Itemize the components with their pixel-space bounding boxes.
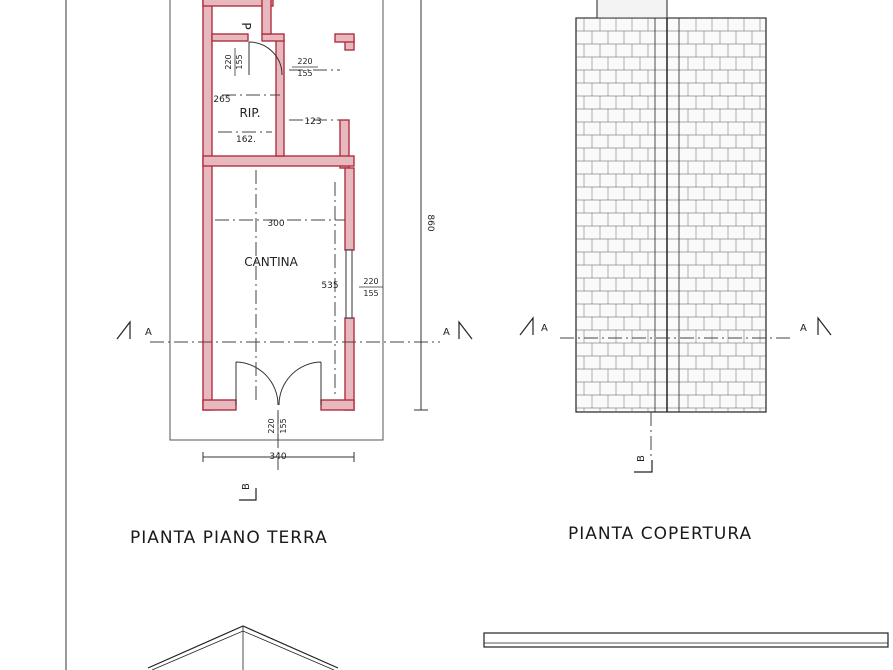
room-cantina-label: CANTINA <box>244 255 298 269</box>
svg-text:155: 155 <box>279 418 288 433</box>
axis-lines <box>150 69 440 470</box>
room-rip-label: RIP. <box>239 106 260 120</box>
svg-text:A: A <box>541 323 548 334</box>
dim-total-width: 340 <box>269 452 286 462</box>
side-door-fraction: 220 155 <box>292 57 318 78</box>
entry-fraction: 220 155 <box>267 412 288 440</box>
section-drawing-partial <box>147 625 889 670</box>
section-a-right-mark: A <box>443 320 473 340</box>
rip-door-arc <box>248 41 283 76</box>
roof-plan: A A B <box>519 0 832 473</box>
section-b-mark: B <box>239 483 257 501</box>
dim-cantina-width: 300 <box>267 219 284 229</box>
caption-ground-floor: PIANTA PIANO TERRA <box>130 528 328 548</box>
svg-text:A: A <box>443 327 450 338</box>
room-upper-label: P <box>239 22 253 29</box>
svg-text:155: 155 <box>297 69 312 78</box>
lot-outline <box>169 0 384 441</box>
svg-text:A: A <box>145 327 152 338</box>
svg-text:155: 155 <box>235 54 244 69</box>
roof-tiles <box>576 17 766 412</box>
dim-total-height: 860 <box>425 214 435 231</box>
dim-cantina-length: 535 <box>321 281 338 291</box>
dim-rip-height: 265 <box>213 95 230 105</box>
cantina-side-fraction: 220 155 <box>359 277 383 298</box>
roof-section-a-right-mark: A <box>800 316 832 336</box>
caption-roof: PIANTA COPERTURA <box>568 524 753 544</box>
roof-section-a-left-mark: A <box>519 316 548 336</box>
svg-text:155: 155 <box>363 289 378 298</box>
svg-text:220: 220 <box>297 57 312 66</box>
svg-text:220: 220 <box>363 277 378 286</box>
entry-door-left <box>235 361 279 406</box>
svg-text:A: A <box>800 323 807 334</box>
entry-door-right <box>278 361 322 406</box>
cantina-window <box>345 249 353 319</box>
dim-side-width: 123 <box>304 117 321 127</box>
ground-floor-plan: 860 340 CANTINA RIP. P 300 535 265 162. … <box>116 0 473 501</box>
svg-text:B: B <box>636 455 647 462</box>
svg-text:220: 220 <box>267 418 276 433</box>
chimney <box>596 0 668 19</box>
section-roof-beam <box>483 632 889 648</box>
svg-text:220: 220 <box>224 54 233 69</box>
roof-section-b-mark: B <box>634 455 653 473</box>
svg-text:B: B <box>241 483 252 490</box>
roof-outline <box>575 17 767 413</box>
dim-rip-width: 162. <box>236 135 256 145</box>
walls <box>202 0 355 411</box>
section-a-left-mark: A <box>116 320 152 340</box>
door-top-fraction: 220 155 <box>224 48 244 76</box>
